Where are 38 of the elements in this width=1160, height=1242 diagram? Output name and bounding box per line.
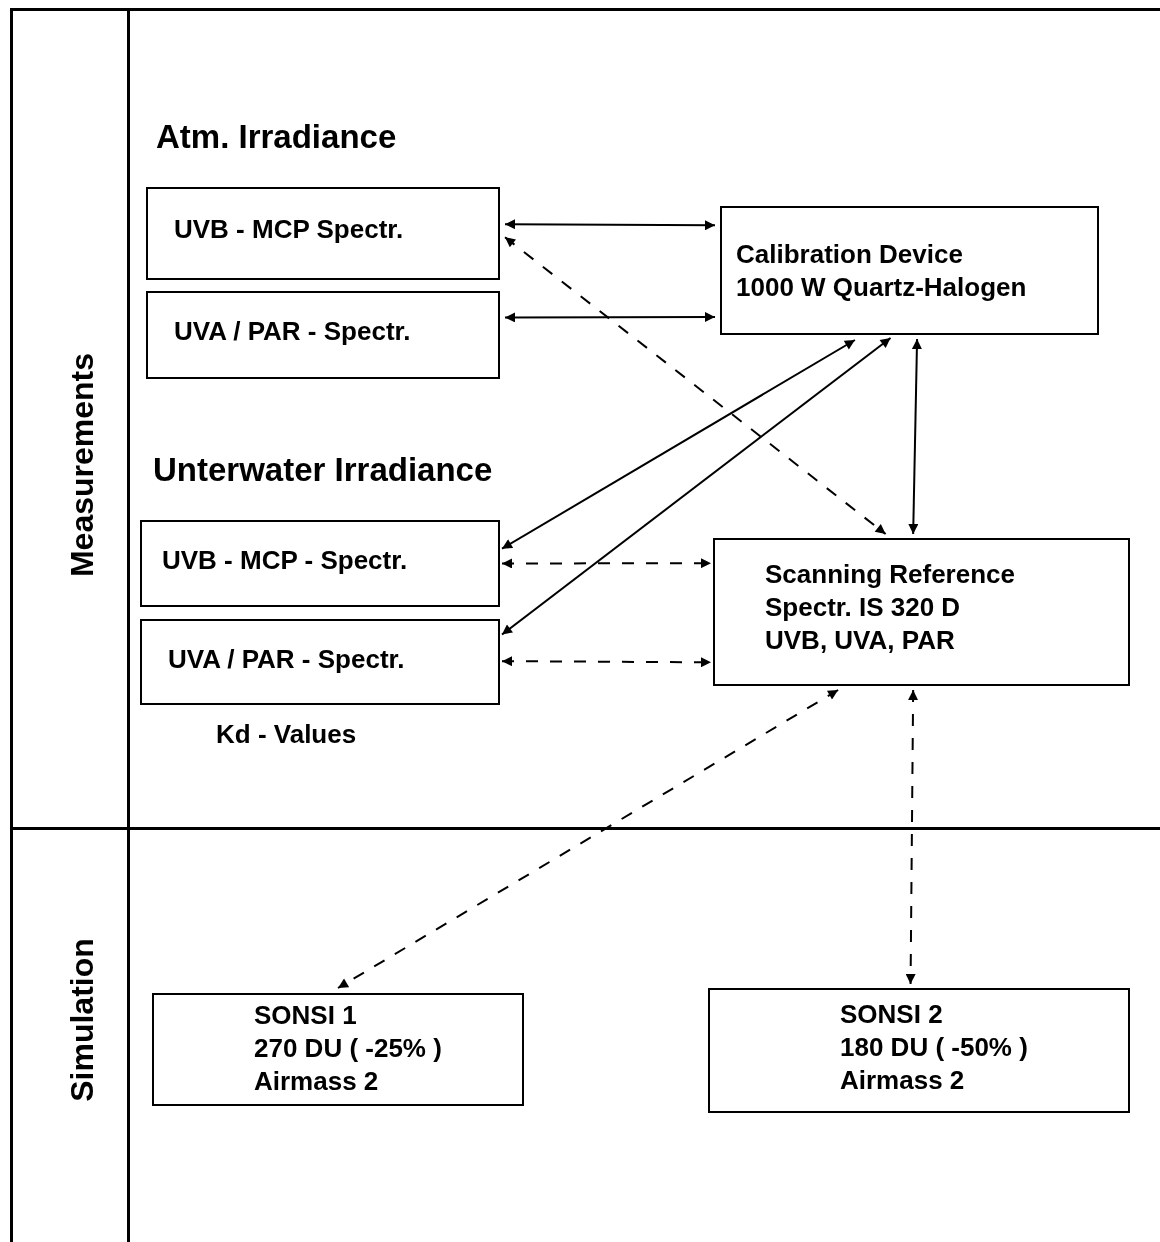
box-text: Calibration Device (736, 238, 963, 271)
box-text: Spectr. IS 320 D (765, 591, 961, 624)
process-box (708, 988, 1130, 1113)
arrow (501, 337, 892, 636)
box-text: UVA / PAR - Spectr. (168, 643, 405, 676)
box-text: Airmass 2 (840, 1064, 965, 1097)
section-label: Simulation (63, 938, 101, 1102)
box-text: SONSI 2 (840, 998, 943, 1031)
process-box (152, 993, 524, 1106)
box-text: 270 DU ( -25% ) (254, 1032, 442, 1065)
box-caption: Kd - Values (216, 718, 357, 751)
process-box (720, 206, 1099, 335)
section-heading: Atm. Irradiance (156, 117, 397, 157)
arrow (504, 236, 887, 535)
arrow (504, 311, 716, 323)
arrow (501, 656, 712, 668)
arrow (504, 219, 716, 231)
box-text: UVB, UVA, PAR (765, 624, 955, 657)
box-text: UVB - MCP - Spectr. (162, 544, 408, 577)
box-text: 1000 W Quartz-Halogen (736, 271, 1027, 304)
box-text: 180 DU ( -50% ) (840, 1031, 1028, 1064)
arrow (501, 558, 712, 569)
process-box (146, 187, 500, 280)
section-label: Measurements (63, 352, 101, 578)
box-text: UVB - MCP Spectr. (174, 213, 404, 246)
box-text: Scanning Reference (765, 558, 1015, 591)
box-text: Airmass 2 (254, 1065, 379, 1098)
process-box (713, 538, 1130, 686)
process-box (140, 520, 500, 607)
arrow (337, 689, 840, 989)
process-box (146, 291, 500, 379)
box-text: SONSI 1 (254, 999, 357, 1032)
arrow (905, 689, 919, 985)
arrow (501, 339, 856, 550)
section-heading: Unterwater Irradiance (153, 450, 493, 490)
arrow (908, 338, 922, 535)
box-text: UVA / PAR - Spectr. (174, 315, 411, 348)
process-box (140, 619, 500, 705)
